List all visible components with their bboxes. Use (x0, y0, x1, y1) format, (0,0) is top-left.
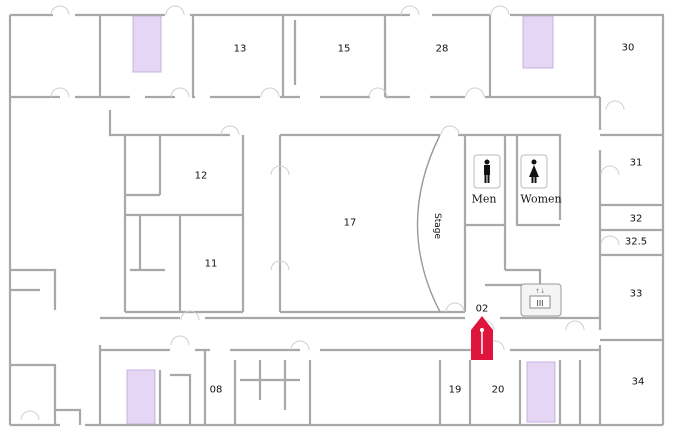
room-12-label: 12 (194, 170, 208, 182)
door-swing (270, 260, 290, 271)
stage-label: Stage (432, 212, 442, 240)
wall (278, 133, 562, 314)
you-are-here-arrow-icon (471, 316, 493, 360)
room-30-label: 30 (621, 42, 635, 54)
door-swing (50, 87, 70, 98)
door-swing (170, 335, 190, 346)
elevator-icon: ↑↓ ⵏⵏⵏ (520, 283, 562, 317)
door-swing (440, 125, 460, 136)
room-02-label: 02 (475, 303, 489, 315)
door-swing (605, 100, 625, 111)
room-08-label: 08 (209, 384, 223, 396)
wall (10, 13, 665, 425)
door-swing (490, 5, 510, 16)
door-swing (180, 310, 200, 321)
room-20-label: 20 (491, 384, 505, 396)
door-swing (260, 87, 280, 98)
wall (10, 268, 57, 310)
room-28-label: 28 (435, 43, 449, 55)
door-swing (290, 340, 310, 351)
door-swing (170, 87, 190, 98)
room-15-label: 15 (337, 43, 351, 55)
door-swing (445, 302, 465, 313)
room-11-label: 11 (204, 258, 218, 270)
room-19-label: 19 (448, 384, 462, 396)
door-swing (368, 87, 388, 98)
door-swing (400, 5, 420, 16)
men-restroom-icon (473, 154, 501, 189)
door-swing (220, 125, 240, 136)
room-33-label: 33 (629, 288, 643, 300)
door-swing (565, 320, 585, 331)
wall (158, 350, 582, 425)
wall (98, 15, 597, 97)
room-31-label: 31 (629, 157, 643, 169)
room-17-label: 17 (343, 217, 357, 229)
room-32-5-label: 32.5 (624, 236, 648, 248)
door-swing (600, 235, 620, 246)
stairs-icon (522, 15, 554, 69)
stairs-icon (126, 369, 156, 425)
stairs-icon (132, 15, 162, 73)
door-swing (165, 5, 185, 16)
wall (55, 408, 82, 425)
door-swing (270, 165, 290, 176)
stairs-icon (526, 361, 556, 423)
room-34-label: 34 (631, 376, 645, 388)
room-13-label: 13 (233, 43, 247, 55)
women-restroom-icon (520, 154, 548, 189)
door-swing (50, 5, 70, 16)
svg-text:↑↓: ↑↓ (535, 288, 545, 295)
women-restroom-label: Women (520, 192, 562, 206)
door-swing (465, 87, 485, 98)
wall (598, 97, 663, 425)
wall (8, 15, 663, 427)
door-swing (20, 410, 40, 421)
men-restroom-label: Men (471, 192, 497, 206)
room-32-label: 32 (629, 213, 643, 225)
wall (10, 345, 600, 425)
wall (108, 110, 245, 314)
door-swing (600, 165, 620, 176)
svg-text:ⵏⵏⵏ: ⵏⵏⵏ (536, 299, 543, 308)
